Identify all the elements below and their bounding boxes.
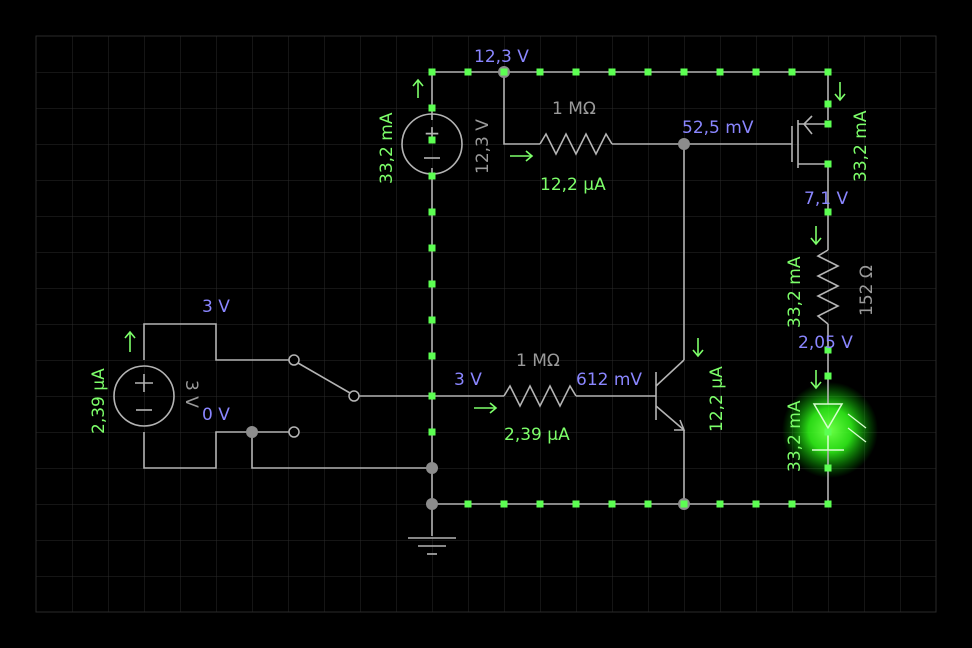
led-anode-voltage: 2,05 V [798, 333, 853, 353]
current-dot [824, 120, 832, 128]
resistor-top-current: 12,2 μA [540, 175, 606, 195]
base-voltage: 612 mV [576, 370, 642, 390]
switch-top-voltage: 3 V [202, 297, 230, 317]
base-wire-voltage: 3 V [454, 370, 482, 390]
switch[interactable] [288, 354, 360, 438]
resistor-mid-value: 1 MΩ [516, 351, 560, 371]
mosfet[interactable] [791, 115, 828, 168]
resistor-top[interactable] [539, 132, 613, 156]
wires[interactable] [143, 71, 829, 536]
current-dot [428, 280, 436, 288]
current-dot [572, 500, 580, 508]
arrow-resistor-top [510, 150, 534, 162]
arrow-collector [692, 338, 704, 358]
resistor-mid[interactable] [503, 384, 577, 408]
battery-left[interactable] [113, 365, 175, 427]
current-dot [572, 68, 580, 76]
current-dot [500, 500, 508, 508]
current-dot [428, 68, 436, 76]
arrow-mosfet [834, 82, 846, 102]
top-node-voltage: 12,3 V [474, 47, 529, 67]
current-dot [608, 500, 616, 508]
current-dot [428, 316, 436, 324]
current-dot [752, 500, 760, 508]
battery-top-value: 12,3 V [473, 119, 493, 174]
current-dot [536, 68, 544, 76]
current-arrows [124, 78, 846, 414]
resistor-top-value: 1 MΩ [552, 99, 596, 119]
current-dot [824, 372, 832, 380]
current-dot [428, 104, 436, 112]
current-dot [752, 68, 760, 76]
current-dot [500, 68, 508, 76]
current-dot [824, 346, 832, 354]
arrow-battery-top [412, 78, 424, 98]
current-dot [716, 500, 724, 508]
current-dot [680, 500, 688, 508]
gate-voltage: 52,5 mV [682, 118, 754, 138]
current-dot [644, 68, 652, 76]
resistor-mid-current: 2,39 μA [504, 425, 570, 445]
collector-current: 12,2 μA [707, 366, 727, 432]
current-dot [464, 68, 472, 76]
battery-top-current: 33,2 mA [377, 112, 397, 184]
current-dot [644, 500, 652, 508]
current-dot [824, 160, 832, 168]
current-dot [824, 464, 832, 472]
current-flow-dots [428, 68, 832, 508]
current-dot [680, 68, 688, 76]
current-dot [428, 244, 436, 252]
led-current: 33,2 mA [785, 400, 805, 472]
current-dot [428, 172, 436, 180]
battery-left-value: 3 V [181, 380, 201, 408]
resistor-152-current: 33,2 mA [785, 256, 805, 328]
current-dot [428, 428, 436, 436]
current-dot [536, 500, 544, 508]
current-dot [428, 352, 436, 360]
led[interactable] [812, 403, 867, 451]
current-dot [788, 500, 796, 508]
current-dot [824, 500, 832, 508]
mosfet-source-voltage: 7,1 V [804, 189, 848, 209]
arrow-resistor-mid [474, 402, 498, 414]
current-dot [716, 68, 724, 76]
resistor-152[interactable] [816, 249, 840, 325]
current-dot [608, 68, 616, 76]
current-dot [428, 208, 436, 216]
current-dot [464, 500, 472, 508]
resistor-152-value: 152 Ω [857, 265, 877, 316]
current-dot [788, 68, 796, 76]
current-dot [824, 68, 832, 76]
svg-text:+: + [424, 121, 441, 145]
battery-left-current: 2,39 μA [89, 368, 109, 434]
switch-bottom-voltage: 0 V [202, 405, 230, 425]
current-dot [428, 392, 436, 400]
npn-transistor[interactable] [655, 359, 686, 431]
arrow-r152 [810, 226, 822, 246]
current-dot [824, 100, 832, 108]
mosfet-current: 33,2 mA [851, 110, 871, 182]
current-dot [428, 136, 436, 144]
arrow-led [810, 370, 822, 390]
arrow-battery-left [124, 330, 136, 352]
current-dot [824, 208, 832, 216]
ground-symbol[interactable] [408, 537, 456, 555]
current-dot [824, 428, 832, 436]
